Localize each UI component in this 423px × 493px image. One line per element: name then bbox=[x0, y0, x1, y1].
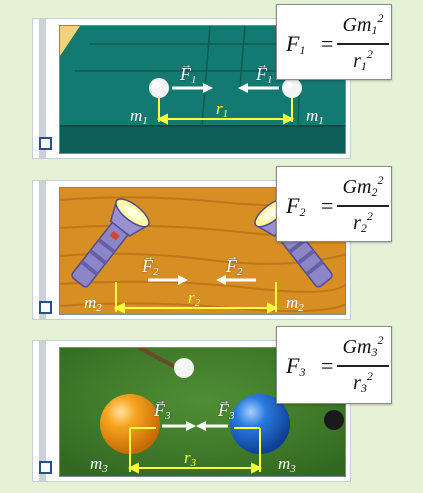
ball-icon bbox=[230, 394, 290, 454]
formula-box-2: F2 = Gm22 r22 bbox=[276, 166, 392, 242]
arrow-right-icon bbox=[178, 275, 188, 285]
card-side-bar bbox=[39, 341, 46, 481]
ball-icon bbox=[282, 78, 302, 98]
option-checkbox-3[interactable] bbox=[39, 461, 52, 474]
mass-label-left: m2 bbox=[84, 293, 102, 314]
force-label-left: →F2 bbox=[142, 251, 159, 278]
flashlight-icon bbox=[71, 198, 150, 288]
mass-label-left: m1 bbox=[130, 106, 148, 127]
mass-label-right: m2 bbox=[286, 293, 304, 314]
option-checkbox-2[interactable] bbox=[39, 301, 52, 314]
mass-label-right: m3 bbox=[278, 454, 296, 475]
arrow-left-icon bbox=[238, 83, 248, 93]
force-label-right: →F3 bbox=[218, 395, 235, 422]
force-label-left: →F1 bbox=[180, 59, 197, 86]
option-card-2[interactable]: m2 m2 →F2 →F2 r2 bbox=[32, 180, 351, 320]
force-label-right: →F2 bbox=[226, 251, 243, 278]
arrow-left-icon bbox=[196, 421, 206, 431]
card-side-bar bbox=[39, 181, 46, 319]
arrow-right-icon bbox=[186, 421, 196, 431]
ball-icon bbox=[100, 394, 160, 454]
formula-box-1: F1 = Gm12 r12 bbox=[276, 4, 392, 80]
mass-label-left: m3 bbox=[90, 454, 108, 475]
card-side-bar bbox=[39, 19, 46, 158]
force-label-left: →F3 bbox=[154, 395, 171, 422]
mass-label-right: m1 bbox=[306, 106, 324, 127]
option-checkbox-1[interactable] bbox=[39, 137, 52, 150]
ball-icon bbox=[149, 78, 169, 98]
distance-label: r1 bbox=[216, 99, 229, 120]
formula-box-3: F3 = Gm32 r32 bbox=[276, 326, 392, 404]
force-label-right: →F1 bbox=[256, 59, 273, 86]
arrow-left-icon bbox=[216, 275, 226, 285]
arrow-right-icon bbox=[203, 83, 213, 93]
distance-label: r3 bbox=[184, 448, 197, 469]
distance-label: r2 bbox=[188, 288, 201, 309]
